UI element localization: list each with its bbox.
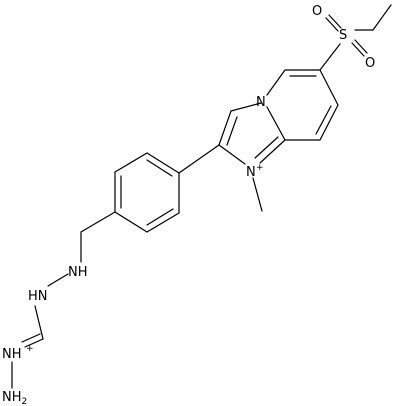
bond-n1-c8a-inner [254,136,279,159]
bond-n4-c8a [266,106,286,141]
bond-nh-hn [47,273,69,287]
atom-n-methyl: N [246,165,256,180]
sulfonyl-group [319,14,368,71]
atom-oxygen-top: O [312,4,322,19]
bond-ch-nh-b [21,333,41,343]
atom-nh-iminium: NH [2,347,22,362]
ethyl-group [354,4,392,31]
bond-s-o-top-b [328,14,342,29]
bond-ph-ch2 [80,211,116,233]
bond-c2-n1 [218,144,246,165]
bond-n1-c8a [259,139,286,164]
bond-c8-c7 [319,104,339,141]
imidazole-ring [218,102,286,165]
bond-ph-2-3 [114,152,148,173]
atom-nh2-subscript: 2 [22,397,28,406]
bond-ethyl-ch3-ch2 [372,4,392,31]
bond-n1-methyl [252,177,263,212]
hydrazine-chain [11,211,116,389]
atom-oxygen-bottom: O [365,56,375,71]
pyridine-ring [266,69,339,141]
bond-ph-1-2 [146,152,180,174]
atom-nh-iminium-charge: + [26,344,34,354]
benzene-ring [114,152,180,233]
bond-n4-c3 [230,102,262,112]
atom-nh2-group: NH2 [2,390,27,406]
bond-s-o-bottom-a [351,42,365,57]
atom-nh-linker: NH [68,265,88,280]
atom-nh2-label: NH [2,390,22,405]
bond-ph-5-6-inner [146,208,174,226]
bond-c5-n4 [266,69,286,96]
atom-n-methyl-charge: + [256,163,264,173]
bond-ph-4-5 [114,211,148,233]
bond-c3-c2 [218,110,232,146]
bond-c8-c7-inner [315,105,332,135]
bond-ch-nh-a [24,338,44,348]
bond-c2-phenyl [178,144,220,174]
atom-hn-linker: HN [28,289,48,304]
bond-hn-ch [34,305,44,340]
bond-s-o-top-a [325,17,339,32]
bond-c3-c2-inner [226,116,238,146]
bond-ph-5-6 [146,212,180,233]
atom-n-bridge: N [256,95,266,110]
bond-c7-c6 [319,69,339,106]
bond-s-o-bottom-b [354,39,368,54]
atom-sulfur: S [339,28,347,43]
bond-ph-1-2-inner [146,159,173,177]
bond-s-c6 [319,43,341,71]
